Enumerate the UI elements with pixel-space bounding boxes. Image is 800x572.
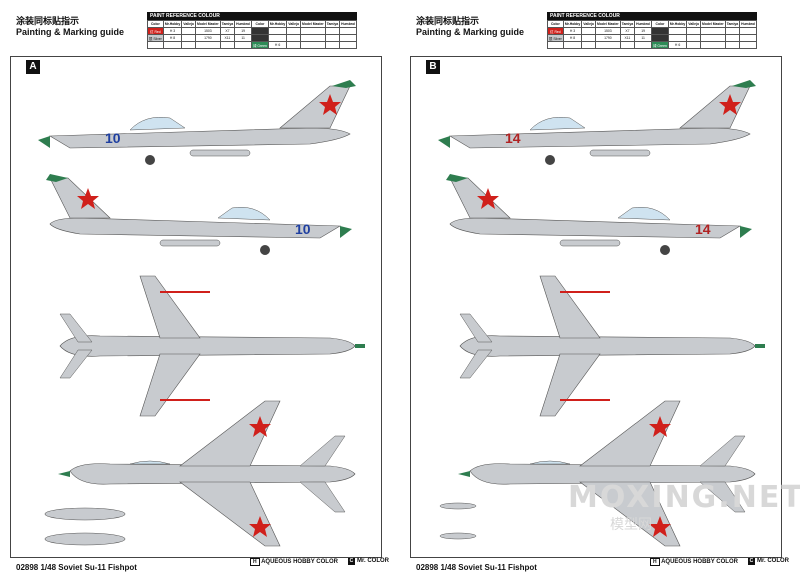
top-view: [458, 400, 756, 547]
drop-tanks: [44, 507, 126, 546]
drawing-frame: [410, 56, 782, 558]
drawing-frame: [10, 56, 382, 558]
table-caption: PAINT REFERENCE COLOUR: [547, 12, 758, 20]
scheme-badge: B: [426, 60, 440, 74]
side-view-bottom: 10: [46, 174, 352, 255]
title-chinese: 涂装同标贴指示: [416, 16, 480, 26]
side-view-top: 10: [38, 80, 356, 165]
aircraft-drawings: 14 14: [438, 80, 765, 547]
scheme-badge: A: [26, 60, 40, 74]
top-view: [58, 400, 356, 547]
underside-view: [59, 275, 365, 417]
aircraft-drawings: 10 10: [38, 80, 365, 547]
underside-view: [459, 275, 765, 417]
tail-number-a-top: 10: [105, 130, 121, 146]
table-caption: PAINT REFERENCE COLOUR: [147, 12, 358, 20]
tail-number-b-bottom: 14: [695, 221, 711, 237]
kit-title: 02898 1/48 Soviet Su-11 Fishpot: [416, 563, 537, 572]
sheet-a: 涂装同标贴指示 Painting & Marking guide PAINT R…: [10, 8, 390, 572]
mr-mark: C: [347, 558, 355, 565]
tail-number-a-bottom: 10: [295, 221, 311, 237]
side-view-bottom: 14: [446, 174, 752, 255]
tail-number-b-top: 14: [505, 130, 521, 146]
watermark-sub: 模型网: [610, 516, 652, 532]
sheet-b: 涂装同标贴指示 Painting & Marking guide PAINT R…: [410, 8, 790, 572]
mr-mark: C: [747, 558, 755, 565]
side-view-top: 14: [438, 80, 756, 165]
hobby-mark: H: [250, 557, 260, 566]
title-chinese: 涂装同标贴指示: [16, 16, 80, 26]
title-english: Painting & Marking guide: [416, 27, 525, 37]
hobby-mark: H: [650, 557, 660, 566]
kit-title: 02898 1/48 Soviet Su-11 Fishpot: [16, 563, 137, 572]
small-parts: [439, 502, 477, 540]
title-english: Painting & Marking guide: [16, 27, 125, 37]
watermark: MOXING.NET: [568, 480, 800, 515]
